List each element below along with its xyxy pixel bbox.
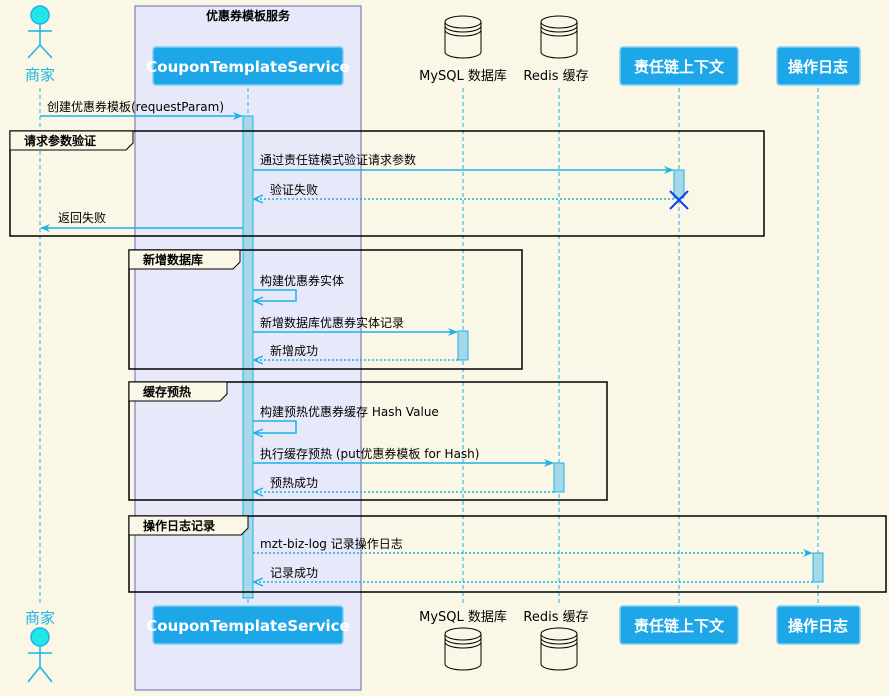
frame-oplog: 操作日志记录 bbox=[128, 515, 887, 593]
message-validate-params: 通过责任链模式验证请求参数 bbox=[260, 152, 416, 167]
chain-label-bottom: 责任链上下文 bbox=[634, 617, 725, 635]
activation-mysql bbox=[457, 330, 469, 361]
mysql-label-bottom: MySQL 数据库 bbox=[419, 609, 507, 625]
service-group-title: 优惠券模板服务 bbox=[206, 8, 291, 23]
redis-label-top: Redis 缓存 bbox=[523, 69, 588, 84]
destroy-x-icon bbox=[669, 190, 689, 210]
arrow-build-hash bbox=[253, 420, 297, 433]
service-participant-bottom bbox=[152, 605, 344, 645]
message-warmup-success: 预热成功 bbox=[270, 476, 318, 490]
oplog-participant-bottom bbox=[776, 605, 861, 645]
message-build-hash: 构建预热优惠券缓存 Hash Value bbox=[260, 404, 439, 419]
message-insert-record: 新增数据库优惠券实体记录 bbox=[260, 315, 404, 330]
redis-database-icon bbox=[540, 15, 578, 59]
merchant-label-top: 商家 bbox=[25, 66, 55, 84]
service-label-bottom: CouponTemplateService bbox=[146, 617, 349, 635]
frame-db-insert: 新增数据库 bbox=[128, 249, 523, 370]
frame-cache-warmup: 缓存预热 bbox=[128, 381, 608, 501]
redis-database-icon-bottom bbox=[540, 627, 578, 671]
mysql-label-top: MySQL 数据库 bbox=[419, 68, 507, 84]
activation-chain bbox=[673, 169, 685, 199]
arrow-build-entity bbox=[253, 289, 297, 301]
message-record-success: 记录成功 bbox=[270, 566, 318, 580]
chain-label-top: 责任链上下文 bbox=[634, 58, 725, 76]
activation-oplog bbox=[812, 552, 824, 583]
oplog-label-bottom: 操作日志 bbox=[788, 617, 848, 635]
merchant-label-bottom: 商家 bbox=[25, 609, 55, 627]
message-insert-success: 新增成功 bbox=[270, 343, 318, 358]
mysql-database-icon-bottom bbox=[444, 627, 482, 671]
frame-oplog-title: 操作日志记录 bbox=[143, 518, 215, 533]
chain-participant-bottom bbox=[619, 605, 739, 645]
message-cache-put: 执行缓存预热 (put优惠券模板 for Hash) bbox=[260, 446, 479, 461]
oplog-label-top: 操作日志 bbox=[788, 58, 848, 76]
frame-cache-warmup-title: 缓存预热 bbox=[143, 384, 191, 399]
service-participant-top bbox=[152, 46, 344, 86]
frame-db-insert-title: 新增数据库 bbox=[143, 252, 203, 267]
frame-validation-title: 请求参数验证 bbox=[24, 133, 96, 148]
message-validate-failed: 验证失败 bbox=[270, 182, 318, 197]
chain-participant-top bbox=[619, 46, 739, 86]
oplog-participant-top bbox=[776, 46, 861, 86]
message-build-entity: 构建优惠券实体 bbox=[260, 273, 344, 288]
frame-validation: 请求参数验证 bbox=[9, 130, 765, 237]
merchant-actor-icon bbox=[27, 5, 53, 59]
message-record-log: mzt-biz-log 记录操作日志 bbox=[260, 536, 403, 551]
redis-label-bottom: Redis 缓存 bbox=[523, 610, 588, 625]
message-return-failed: 返回失败 bbox=[58, 210, 106, 225]
message-create-template: 创建优惠券模板(requestParam) bbox=[47, 99, 224, 114]
mysql-database-icon bbox=[444, 15, 482, 59]
merchant-actor-icon-bottom bbox=[27, 627, 53, 683]
service-label-top: CouponTemplateService bbox=[146, 58, 349, 76]
activation-redis bbox=[553, 462, 565, 493]
